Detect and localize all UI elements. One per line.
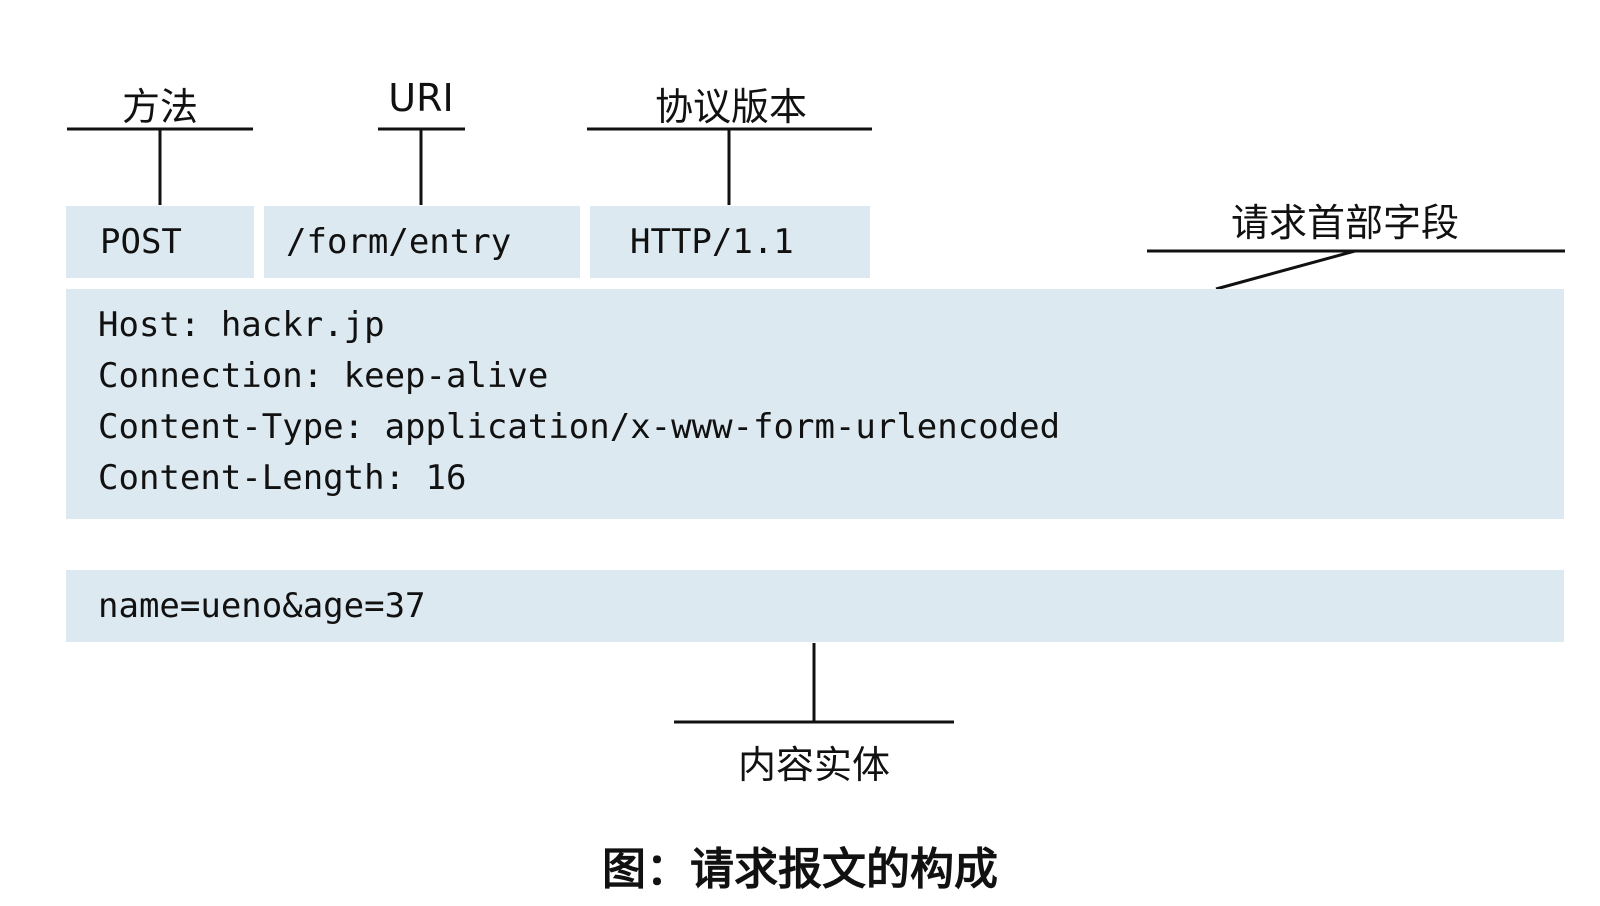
method-value: POST — [100, 222, 182, 262]
header-line: Host: hackr.jp — [98, 305, 385, 345]
body-block: name=ueno&age=37 — [66, 570, 1564, 642]
label-method: 方法 — [121, 85, 198, 129]
label-uri: URI — [388, 76, 454, 120]
version-cell: HTTP/1.1 — [590, 206, 870, 278]
header-fields-block: Host: hackr.jp Connection: keep-alive Co… — [66, 289, 1564, 519]
uri-value: /form/entry — [286, 222, 512, 262]
header-line: Content-Type: application/x-www-form-url… — [98, 407, 1061, 447]
version-value: HTTP/1.1 — [630, 222, 794, 262]
method-cell: POST — [66, 206, 254, 278]
figure-caption: 图：请求报文的构成 — [602, 844, 998, 895]
uri-cell: /form/entry — [264, 206, 580, 278]
header-bracket-diagonal — [1215, 249, 1356, 291]
label-header-fields: 请求首部字段 — [1230, 201, 1459, 245]
header-line: Connection: keep-alive — [98, 356, 549, 396]
body-value: name=ueno&age=37 — [98, 586, 426, 626]
label-body: 内容实体 — [737, 743, 890, 787]
label-version: 协议版本 — [654, 85, 807, 129]
header-line: Content-Length: 16 — [98, 458, 467, 498]
